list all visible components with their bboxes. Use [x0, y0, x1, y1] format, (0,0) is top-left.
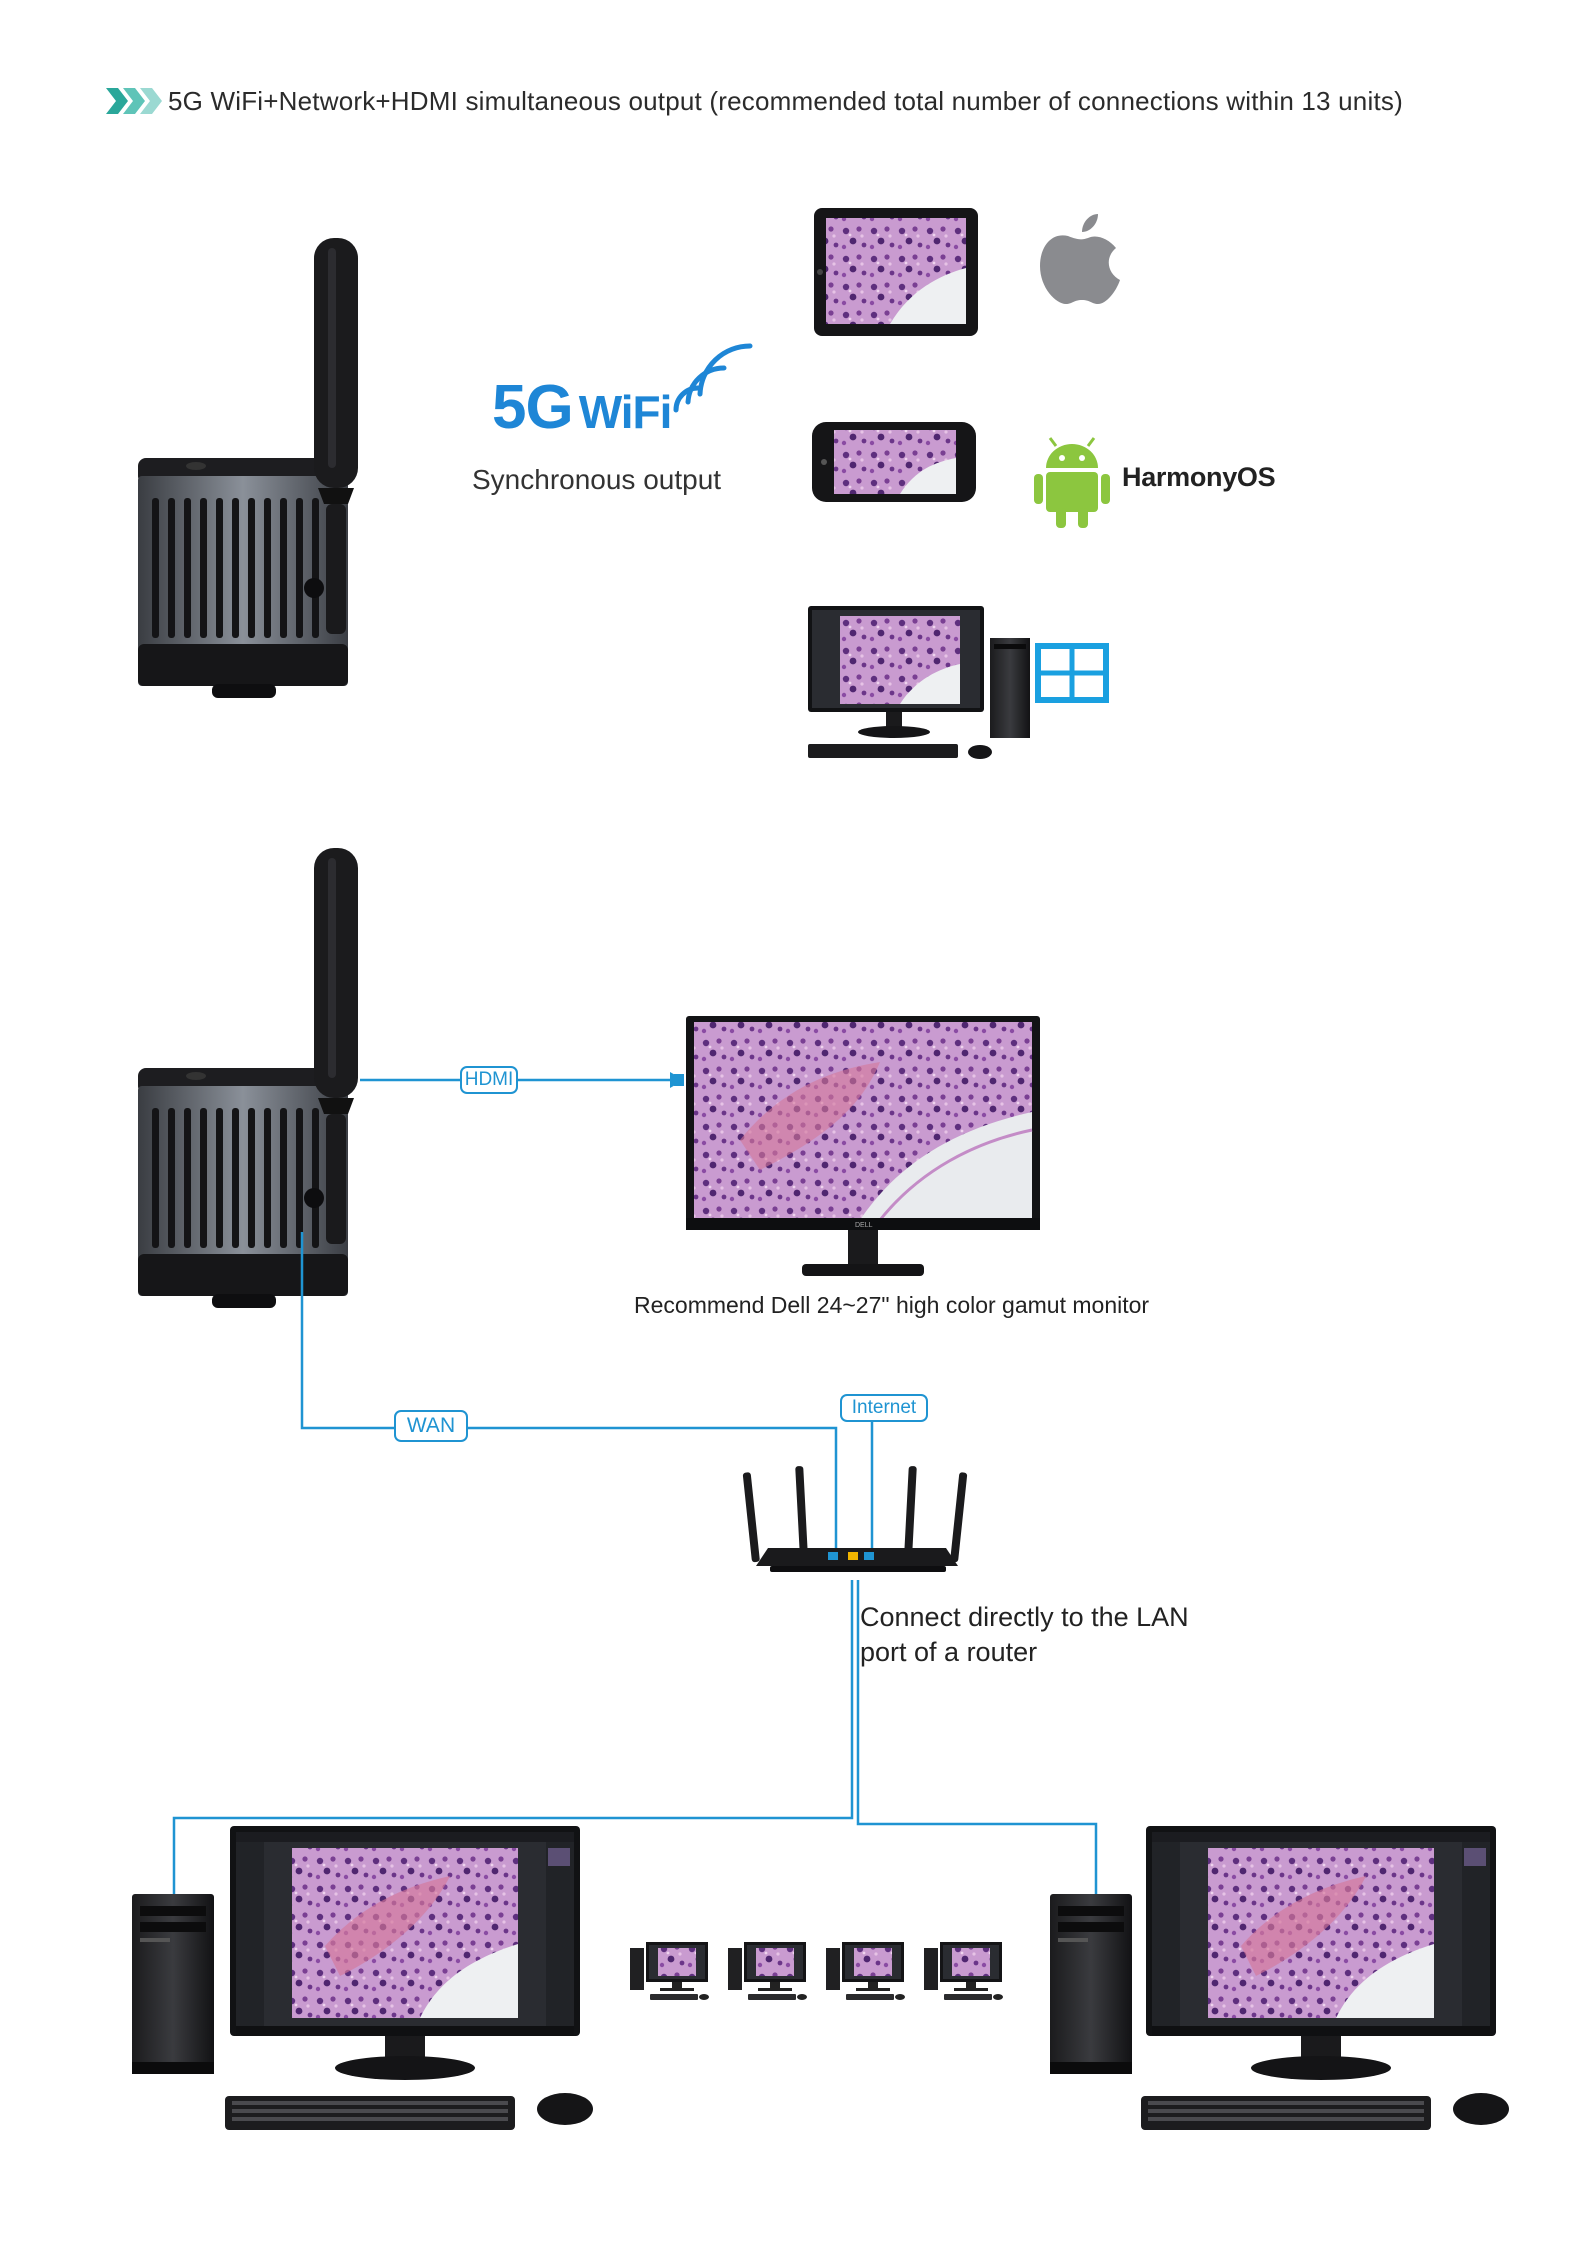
wifi-caption: Synchronous output — [472, 464, 722, 495]
wifi-word: WiFi — [578, 386, 673, 438]
lan-cable-right — [856, 1580, 1098, 1896]
additional-clients — [630, 1942, 1003, 2000]
windows-logo-icon — [1035, 643, 1109, 703]
lan-instruction-line2: port of a router — [860, 1637, 1038, 1667]
monitor-recommendation: Recommend Dell 24~27" high color gamut m… — [634, 1292, 1150, 1318]
chevron-3 — [140, 88, 162, 114]
internet-tag: Internet — [840, 1394, 928, 1422]
wan-tag: WAN — [394, 1410, 468, 1442]
harmonyos-label: HarmonyOS — [1122, 462, 1276, 492]
lan-cable-left — [172, 1580, 854, 1896]
router-device — [742, 1466, 968, 1572]
phone-device — [812, 422, 976, 502]
heading-text: 5G WiFi+Network+HDMI simultaneous output… — [168, 86, 1403, 116]
camera-wired — [138, 848, 358, 1308]
tablet-device — [814, 208, 978, 336]
lan-instruction-line1: Connect directly to the LAN — [860, 1602, 1189, 1632]
page-heading: 5G WiFi+Network+HDMI simultaneous output… — [106, 86, 1403, 117]
lan-instruction: Connect directly to the LAN port of a ro… — [860, 1600, 1220, 1670]
chevron-2 — [123, 88, 145, 114]
wan-cable — [300, 1232, 838, 1558]
workstation-left — [132, 1826, 593, 2130]
hdmi-tag: HDMI — [460, 1066, 518, 1094]
chevron-bullet-icon — [106, 88, 162, 114]
wifi-5g-number: 5G — [492, 373, 574, 442]
apple-logo-icon — [1040, 214, 1120, 304]
camera-wireless — [138, 238, 358, 698]
workstation-right — [1050, 1826, 1509, 2130]
wifi-signal-icon — [673, 343, 753, 413]
connection-lines — [172, 1078, 1098, 1896]
monitor-brand-logo: DELL — [855, 1222, 873, 1229]
chevron-1 — [106, 88, 128, 114]
dell-monitor: DELL — [686, 1016, 1040, 1276]
desktop-pc-windows — [808, 606, 1030, 759]
android-robot-icon — [1034, 437, 1110, 528]
